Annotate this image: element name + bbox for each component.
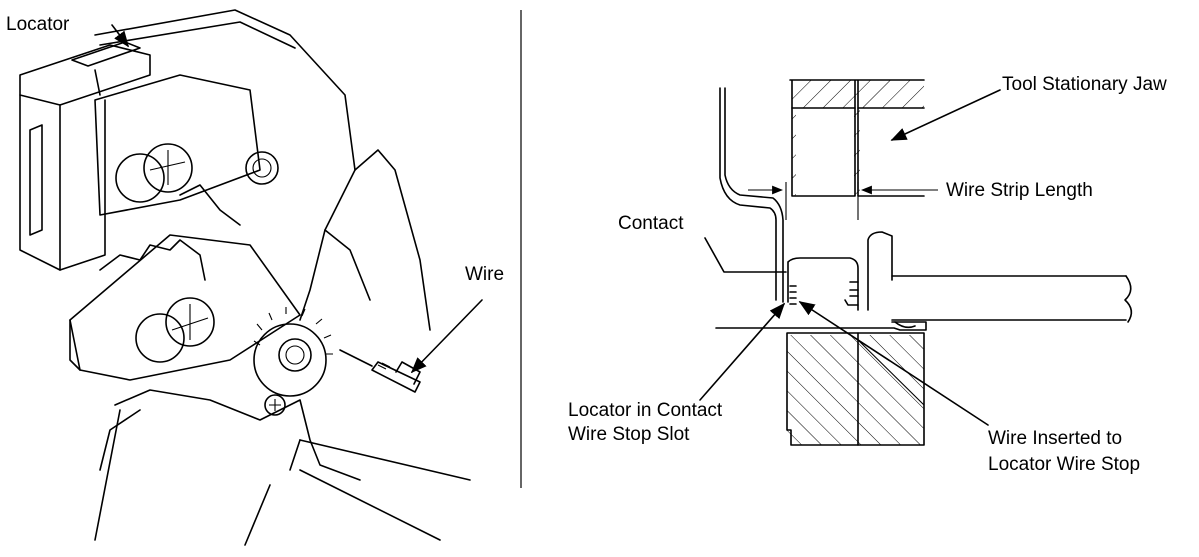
pivot-pin-upper <box>245 151 279 185</box>
jaw-leader <box>890 89 1001 141</box>
wire-leader <box>410 299 483 374</box>
locator-slot-leader <box>699 302 786 401</box>
locator-block <box>19 41 151 271</box>
tool-stationary-jaw-label: Tool Stationary Jaw <box>1002 74 1167 95</box>
locator-leader <box>111 24 129 48</box>
wire-label: Wire <box>465 264 505 285</box>
locator-slot-label-line2: Wire Stop Slot <box>568 424 690 445</box>
wire-section <box>891 275 1133 323</box>
crimp-tool-drawing <box>19 9 483 546</box>
wire-drawing <box>339 349 421 393</box>
locator-slot-label-line1: Locator in Contact <box>568 400 723 421</box>
wire-inserted-label-line2: Locator Wire Stop <box>988 454 1141 475</box>
locator-block-section <box>786 332 925 446</box>
contact-label: Contact <box>618 213 684 234</box>
contact-leader <box>704 237 787 273</box>
wire-inserted-label-line1: Wire Inserted to <box>988 428 1123 449</box>
cross-section-drawing <box>699 79 1133 446</box>
screw-lower <box>135 297 215 363</box>
stationary-jaw <box>789 79 925 197</box>
wire-strip-length-label: Wire Strip Length <box>946 180 1093 201</box>
ratchet-gear <box>253 307 333 397</box>
small-screw <box>264 394 286 416</box>
screw-upper <box>115 143 193 203</box>
wire-inserted-leader <box>798 301 989 426</box>
locator-label: Locator <box>6 14 70 35</box>
